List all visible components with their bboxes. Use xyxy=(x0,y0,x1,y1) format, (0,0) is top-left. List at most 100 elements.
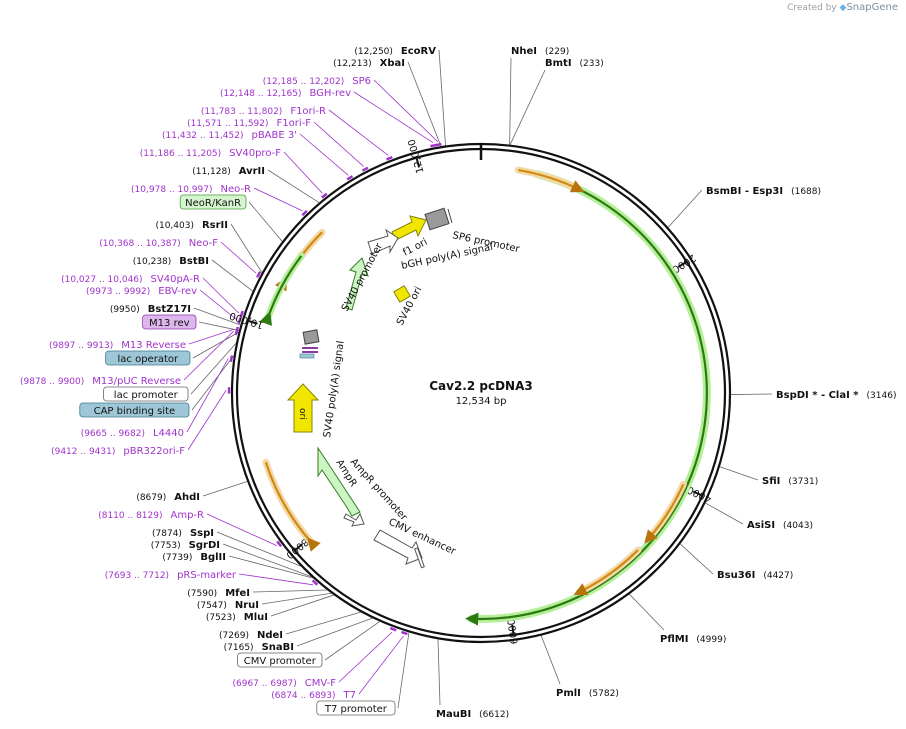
tick-label: 6000 xyxy=(506,618,520,645)
primer-mark xyxy=(321,192,328,199)
orange-feature-arrow xyxy=(644,483,685,544)
site-position: (12,250) xyxy=(354,47,393,57)
site-connector xyxy=(730,393,773,395)
label-connector xyxy=(199,289,238,321)
tick-mark xyxy=(415,158,421,168)
primer-mark xyxy=(346,175,354,181)
site-name: NruI xyxy=(235,600,259,611)
label-connector xyxy=(252,589,328,593)
bgh-polya-arrow xyxy=(367,228,399,255)
site-mfei: (7590)MfeI xyxy=(187,588,250,599)
primer-position: (9897 .. 9913) xyxy=(49,341,113,351)
site-bspdi-clai: BspDI * - ClaI *(3146) xyxy=(776,390,896,401)
primer-name: BGH-rev xyxy=(309,88,351,99)
primer-name: F1ori-F xyxy=(277,118,312,129)
ori-label: ori xyxy=(297,408,307,420)
sv40-promoter-arrow xyxy=(345,257,369,311)
primer-f1ori-f: (11,571 .. 11,592)F1ori-F xyxy=(187,118,311,129)
label-connector xyxy=(211,259,253,292)
site-mlui: (7523)MluI xyxy=(206,612,268,623)
feature-box-cmv-promoter: CMV promoter xyxy=(237,652,323,668)
site-bsmbi-esp3i: BsmBI - Esp3I(1688) xyxy=(706,186,821,197)
primer-position: (11,783 .. 11,802) xyxy=(201,107,282,117)
site-position: (233) xyxy=(580,59,604,69)
feature-box-label: CMV promoter xyxy=(244,656,317,667)
site-name: BstZ17I xyxy=(148,304,191,315)
site-name: BmtI xyxy=(545,58,572,69)
site-maubi: MauBI(6612) xyxy=(436,709,509,720)
site-position: (9950) xyxy=(110,305,140,315)
tick-mark xyxy=(692,490,702,497)
site-bsu36i: Bsu36I(4427) xyxy=(717,570,793,581)
label-connector xyxy=(192,332,239,359)
feature-box-bg xyxy=(237,652,323,668)
f1-ori-arrow xyxy=(391,215,427,241)
label-connector xyxy=(238,573,314,586)
feature-box-bg xyxy=(103,386,189,402)
site-position: (3731) xyxy=(788,477,818,487)
site-connector xyxy=(705,502,744,525)
label-connector xyxy=(358,635,404,695)
label-connectors xyxy=(183,49,773,709)
label-connector xyxy=(261,592,332,605)
site-position: (7547) xyxy=(197,601,227,611)
site-connector xyxy=(719,466,759,481)
site-sspi: (7874)SspI xyxy=(152,528,214,539)
primer-name: M13 Reverse xyxy=(121,340,186,351)
primer-position: (11,432 .. 11,452) xyxy=(162,131,243,141)
label-connector xyxy=(206,513,277,547)
cmv-enhancer-arrow xyxy=(373,529,423,565)
plasmid-length: 12,534 bp xyxy=(456,396,507,407)
primer-name: pRS-marker xyxy=(177,570,237,581)
feature-box-label: M13 rev xyxy=(149,318,190,329)
site-name: PmlI xyxy=(556,688,581,699)
primer-mark xyxy=(311,579,319,586)
primer-mark xyxy=(389,626,397,632)
site-position: (4427) xyxy=(763,571,793,581)
primer-neo-r: (10,978 .. 10,997)Neo-R xyxy=(131,184,251,195)
site-name: EcoRV xyxy=(401,46,436,57)
site-name: SgrDI xyxy=(189,540,220,551)
site-nhei: NheI(229) xyxy=(511,46,569,57)
primer-position: (10,368 .. 10,387) xyxy=(99,239,180,249)
primer-position: (9665 .. 9682) xyxy=(81,429,145,439)
primer-t7: (6874 .. 6893)T7 xyxy=(271,690,356,701)
cav22-cds-arrow xyxy=(465,173,708,626)
site-name: AsiSI xyxy=(747,520,775,531)
primer-position: (12,185 .. 12,202) xyxy=(263,77,344,87)
label-connector xyxy=(190,343,237,395)
site-position: (7739) xyxy=(162,553,192,563)
site-position: (5782) xyxy=(589,689,619,699)
label-connector xyxy=(202,277,240,314)
site-xbai: (12,213)XbaI xyxy=(333,58,405,69)
label-connector xyxy=(228,555,313,579)
feature-labels: NheI(229)BmtI (233) BsmBI - Esp3I(1688) Bsp… xyxy=(20,46,897,720)
site-position: (11,128) xyxy=(192,167,231,177)
primer-sv40pa-r: (10,027 .. 10,046)SV40pA-R xyxy=(61,274,200,285)
tick-mark xyxy=(677,261,687,268)
site-pmli: PmlI (5782) xyxy=(556,688,619,699)
primer-mark xyxy=(430,143,437,148)
primer-position: (7693 .. 7712) xyxy=(105,571,169,581)
label-connector xyxy=(438,49,446,146)
primer-sv40pro-f: (11,186 .. 11,205)SV40pro-F xyxy=(140,148,282,159)
plasmid-name: Cav2.2 pcDNA3 xyxy=(429,379,533,393)
primer-position: (9412 .. 9431) xyxy=(51,447,115,457)
site-name: BglII xyxy=(200,552,226,563)
primer-mark xyxy=(234,328,239,336)
primer-mark xyxy=(237,317,242,324)
label-connector xyxy=(202,481,248,497)
ampr-promoter-arrow xyxy=(343,512,365,527)
site-name: MluI xyxy=(244,612,268,623)
primer-mark xyxy=(256,271,262,278)
lac-operator-mark xyxy=(299,353,315,359)
label-connector xyxy=(296,617,373,647)
tick-mark xyxy=(294,543,303,551)
site-nrui: (7547) NruI xyxy=(197,600,259,611)
site-name: NdeI xyxy=(257,630,283,641)
primer-mark xyxy=(361,166,369,172)
primer-mark xyxy=(276,540,283,548)
site-name: BspDI * - ClaI * xyxy=(776,390,859,401)
primer-name: M13/pUC Reverse xyxy=(92,376,181,387)
